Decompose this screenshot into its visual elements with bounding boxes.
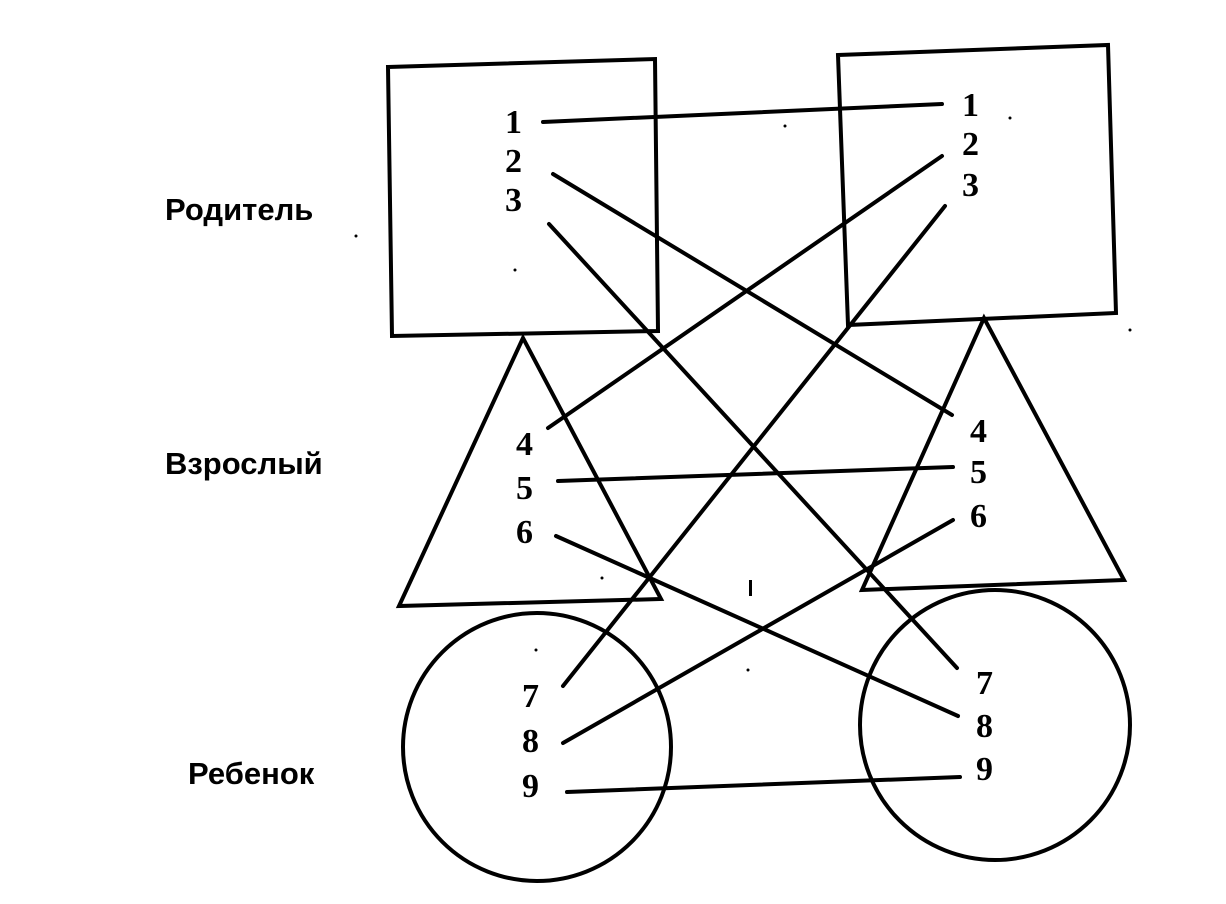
link-r6-l8 bbox=[561, 518, 955, 745]
label-parent: Родитель bbox=[165, 192, 313, 227]
right-num-5: 5 bbox=[970, 454, 987, 491]
link-l2-r4 bbox=[551, 172, 954, 417]
left-num-5: 5 bbox=[516, 470, 533, 507]
scan-speck bbox=[534, 648, 538, 652]
left-num-1: 1 bbox=[505, 104, 522, 141]
left-num-7: 7 bbox=[522, 678, 539, 715]
link-l5-r5 bbox=[556, 465, 955, 483]
right-num-6: 6 bbox=[970, 498, 987, 535]
link-l1-r1 bbox=[541, 102, 944, 124]
left-num-4: 4 bbox=[516, 426, 533, 463]
link-r2-l4 bbox=[546, 154, 944, 430]
scan-speck bbox=[354, 234, 358, 238]
right-child-circle bbox=[858, 588, 1132, 862]
scan-speck bbox=[746, 668, 750, 672]
scan-speck bbox=[783, 124, 787, 128]
scan-speck bbox=[749, 580, 752, 596]
right-num-7: 7 bbox=[976, 665, 993, 702]
label-child: Ребенок bbox=[188, 756, 315, 791]
link-l9-r9 bbox=[565, 775, 962, 794]
left-num-2: 2 bbox=[505, 143, 522, 180]
right-parent-square bbox=[835, 42, 1119, 328]
right-adult-triangle bbox=[858, 313, 1128, 593]
right-num-3: 3 bbox=[962, 167, 979, 204]
right-num-9: 9 bbox=[976, 751, 993, 788]
label-adult: Взрослый bbox=[165, 446, 323, 481]
left-num-6: 6 bbox=[516, 514, 533, 551]
left-parent-square bbox=[385, 56, 661, 339]
left-num-3: 3 bbox=[505, 182, 522, 219]
right-num-2: 2 bbox=[962, 126, 979, 163]
left-num-9: 9 bbox=[522, 768, 539, 805]
link-l6-r8 bbox=[554, 534, 960, 718]
right-num-1: 1 bbox=[962, 87, 979, 124]
left-num-8: 8 bbox=[522, 723, 539, 760]
right-num-8: 8 bbox=[976, 708, 993, 745]
scan-speck bbox=[1128, 328, 1132, 332]
right-num-4: 4 bbox=[970, 413, 987, 450]
scan-speck bbox=[600, 576, 604, 580]
link-r3-l7 bbox=[561, 204, 947, 688]
left-adult-triangle bbox=[395, 333, 665, 609]
scan-speck bbox=[1008, 116, 1012, 120]
scan-speck bbox=[513, 268, 517, 272]
left-child-circle bbox=[401, 611, 673, 883]
